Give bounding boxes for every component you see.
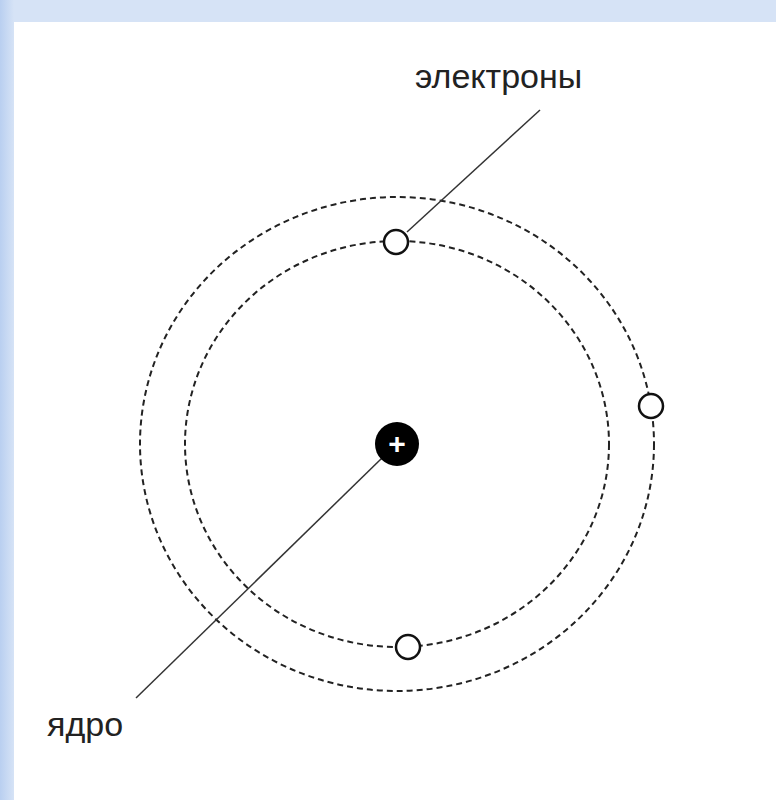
outer-orbit [140, 197, 654, 691]
electron [396, 635, 420, 659]
leader-line [136, 458, 382, 698]
electron [639, 394, 663, 418]
inner-orbit [185, 241, 609, 647]
electron-label: электроны [415, 58, 582, 95]
electron [384, 230, 408, 254]
nucleus-circle: + [375, 422, 419, 466]
leader-line [407, 110, 540, 232]
nucleus-label: ядро [47, 706, 123, 743]
charge-sign: + [388, 429, 406, 459]
